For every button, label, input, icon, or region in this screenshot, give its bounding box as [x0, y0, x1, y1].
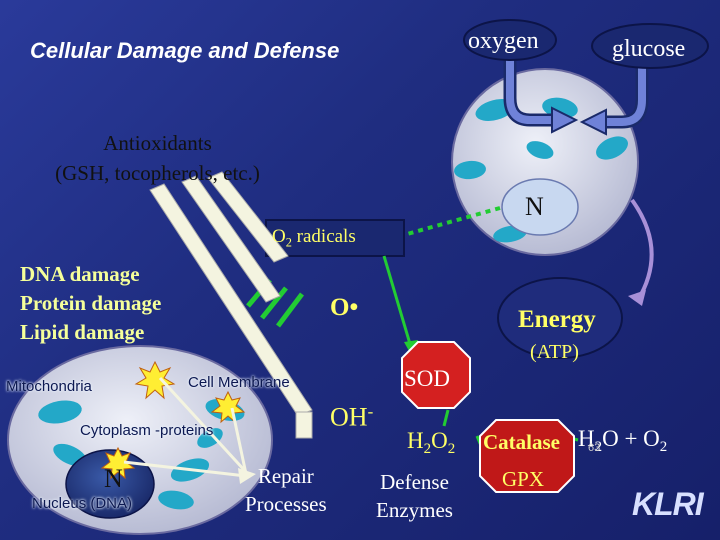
green-arrow-to-h2o2 [442, 409, 450, 427]
antioxidants-line1: Antioxidants [103, 131, 212, 155]
catalase-label: Catalase [483, 430, 560, 454]
products-sub1: 2 [594, 439, 603, 456]
oxygen-label: oxygen [468, 28, 539, 54]
damage-list: DNA damage Protein damage Lipid damage [20, 260, 161, 347]
oxygen-oval [463, 19, 557, 61]
superoxide-label: O• [330, 294, 359, 321]
repair-processes-label: Repair Processes [245, 462, 327, 518]
hydroxyl-label: OH- [330, 402, 373, 432]
glucose-oval [591, 23, 709, 69]
damage-starbursts [100, 360, 246, 480]
products-h: H [578, 426, 595, 451]
antioxidants-label: Antioxidants (GSH, tocopherols, etc.) [20, 128, 295, 188]
antioxidants-line2: (GSH, tocopherols, etc.) [55, 161, 260, 185]
repair-line2: Processes [245, 492, 327, 516]
glucose-label: glucose [612, 36, 686, 62]
h2o2-sub1: 2 [423, 441, 432, 458]
products-sub2: 2 [659, 439, 668, 456]
mitochondria-label: Mitochondria [6, 378, 92, 395]
products-rest: O + O [602, 426, 660, 451]
oh-sup: - [367, 402, 374, 421]
defense-line1: Defense [380, 470, 449, 494]
oxygen-pipe-inner [506, 52, 556, 124]
membrane-block [295, 411, 313, 439]
oh-base: OH [330, 402, 368, 432]
o2-radicals-label: O2 radicals [272, 226, 356, 250]
h2o2-o: O [431, 428, 448, 453]
green-dotted-arrow [399, 206, 501, 238]
o2-rest: radicals [291, 226, 356, 247]
h2o2-label: H2O2 [407, 428, 455, 458]
cell-membrane-label: Cell Membrane [188, 374, 290, 391]
gpx-label: GPX [502, 467, 545, 491]
o2-radicals-box [265, 219, 405, 257]
energy-arrow-head [628, 290, 646, 306]
h2o2-h: H [407, 428, 424, 453]
defense-enzymes-label: Defense Enzymes [376, 468, 453, 524]
page-title: Cellular Damage and Defense [30, 38, 340, 63]
energy-label: Energy [518, 306, 596, 333]
glucose-pipe-inner [602, 60, 646, 126]
protein-damage-label: Protein damage [20, 291, 162, 315]
o2-base: O [272, 226, 286, 247]
repair-arrow-head [238, 468, 256, 484]
energy-oval [497, 277, 623, 359]
h2o2-sub2: 2 [447, 441, 456, 458]
sod-label: SOD [404, 366, 451, 391]
products-label: H2O + O2 [578, 426, 667, 456]
green-arrow-to-sod [382, 255, 412, 345]
nucleus-dna-label: Nucleus (DNA) [32, 495, 133, 512]
upper-nucleus [501, 178, 579, 236]
klri-logo: KLRI [632, 486, 704, 522]
energy-arrow [630, 198, 654, 302]
glucose-arrow [579, 108, 607, 136]
dna-damage-label: DNA damage [20, 262, 140, 286]
repair-line1: Repair [257, 464, 314, 488]
upper-nucleus-label: N [525, 192, 544, 221]
upper-cell-mitochondria [454, 97, 628, 243]
sod-octagon [401, 341, 471, 409]
cytoplasm-label: Cytoplasm -proteins [80, 422, 214, 439]
oxygen-arrow [551, 106, 579, 134]
o2-sub: 2 [285, 235, 292, 250]
page-number: 63 [588, 442, 601, 454]
antioxidant-beams [149, 171, 313, 417]
defense-line2: Enzymes [376, 498, 453, 522]
catalase-octagon [479, 419, 575, 493]
repair-lines [123, 376, 248, 478]
lipid-damage-label: Lipid damage [20, 320, 145, 344]
atp-label: (ATP) [530, 341, 579, 363]
lower-nucleus-label: N [104, 464, 123, 493]
